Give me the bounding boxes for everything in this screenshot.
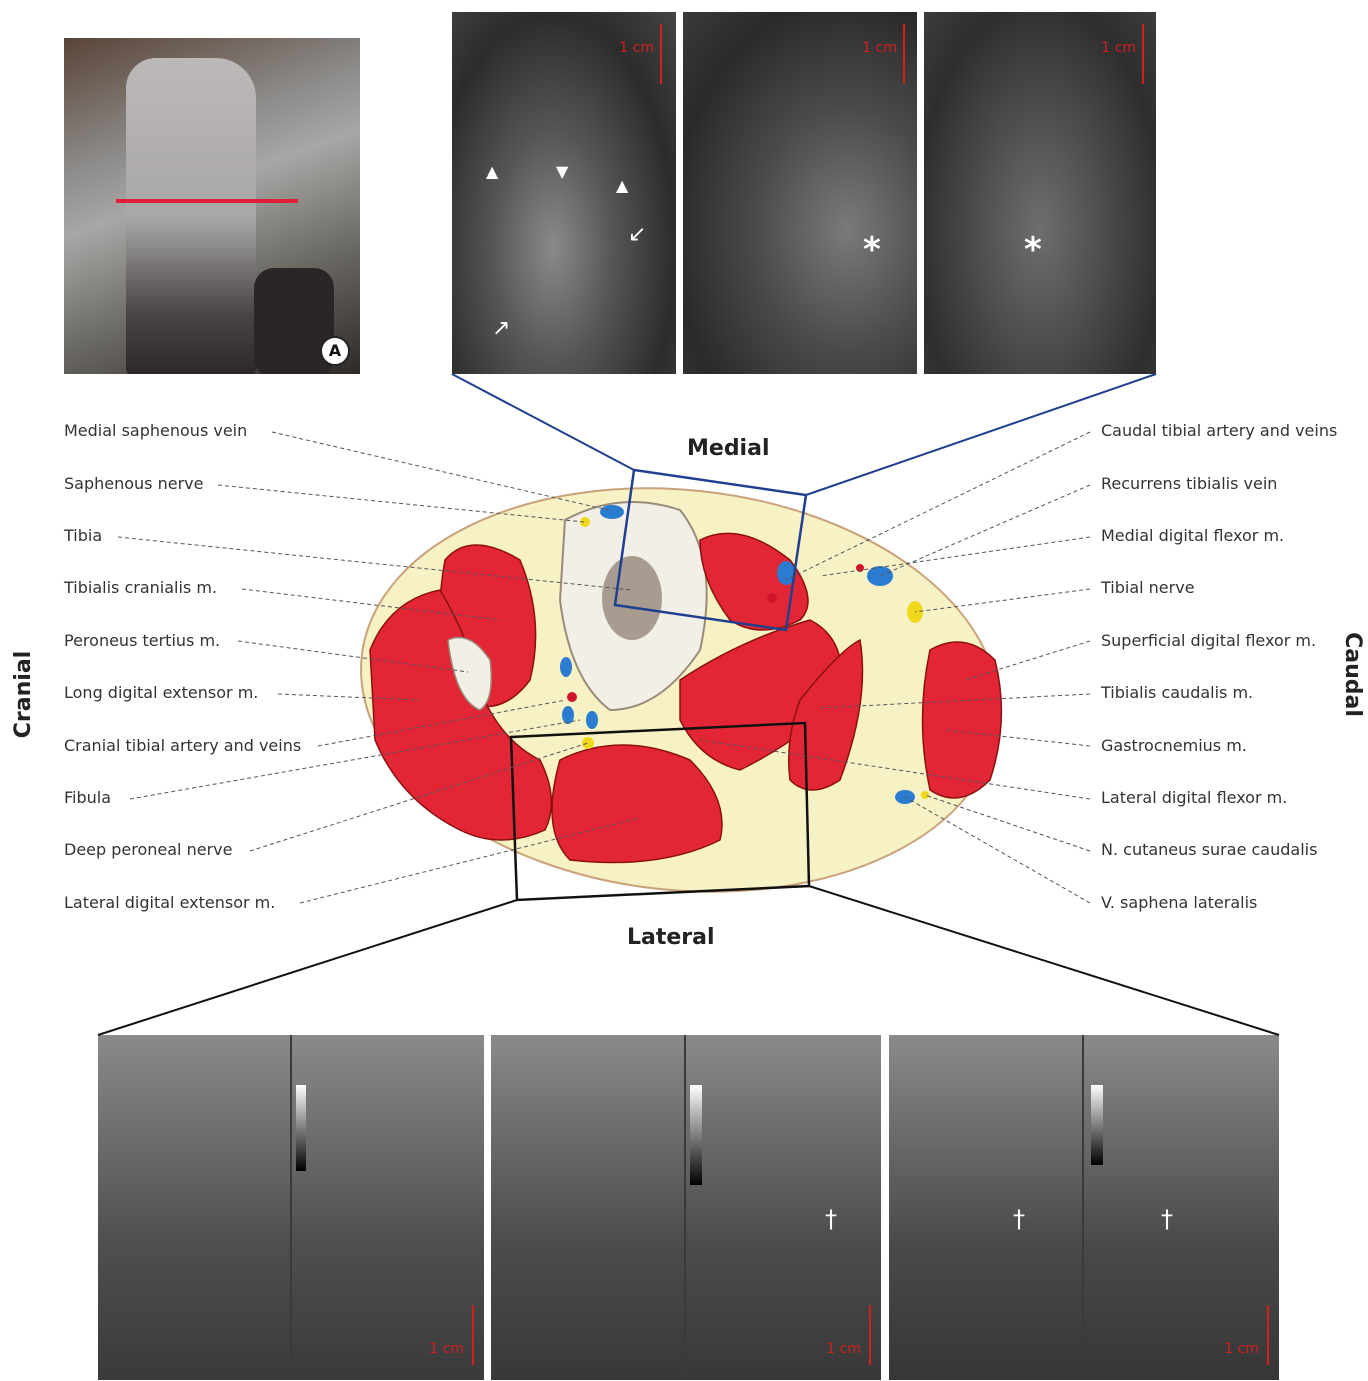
label-tibia: Tibia	[64, 526, 102, 545]
label-medial-saphenous-vein: Medial saphenous vein	[64, 421, 247, 440]
direction-caudal: Caudal	[1340, 632, 1365, 717]
label-saphenous-nerve: Saphenous nerve	[64, 474, 203, 493]
caudal-tibial-artery	[767, 593, 777, 603]
label-v-saphena-lateralis: V. saphena lateralis	[1101, 893, 1257, 912]
label-recurrens-tibialis-vein: Recurrens tibialis vein	[1101, 474, 1277, 493]
leader-line	[880, 485, 1090, 576]
lateral-zoom-line-left	[98, 900, 517, 1035]
label-gastrocnemius: Gastrocnemius m.	[1101, 736, 1247, 755]
label-n-cutaneus-surae-caudalis: N. cutaneus surae caudalis	[1101, 840, 1317, 859]
direction-cranial: Cranial	[11, 651, 36, 738]
label-tibialis-caudalis: Tibialis caudalis m.	[1101, 683, 1253, 702]
label-lateral-digital-flexor: Lateral digital flexor m.	[1101, 788, 1287, 807]
recurrens-tibialis-vein	[867, 566, 893, 586]
label-caudal-tibial-artery-veins: Caudal tibial artery and veins	[1101, 421, 1337, 440]
cranial-tibial-vein	[586, 711, 598, 729]
direction-lateral: Lateral	[627, 925, 715, 950]
label-long-digital-extensor: Long digital extensor m.	[64, 683, 258, 702]
label-medial-digital-flexor: Medial digital flexor m.	[1101, 526, 1284, 545]
label-deep-peroneal-nerve: Deep peroneal nerve	[64, 840, 232, 859]
leader-line	[786, 432, 1090, 580]
label-tibial-nerve: Tibial nerve	[1101, 578, 1195, 597]
medial-saphenous-vein	[600, 505, 624, 519]
medial-zoom-line-left	[452, 374, 634, 470]
tibia-marrow	[602, 556, 662, 640]
recurrens-tibialis-artery	[856, 564, 864, 572]
n-cutaneus-surae-caudalis	[921, 791, 929, 799]
label-cranial-tibial-artery-veins: Cranial tibial artery and veins	[64, 736, 301, 755]
label-peroneus-tertius: Peroneus tertius m.	[64, 631, 220, 650]
direction-medial: Medial	[687, 436, 770, 461]
cranial-tibial-vein	[560, 657, 572, 677]
deep-peroneal-nerve	[582, 737, 594, 749]
label-fibula: Fibula	[64, 788, 111, 807]
cranial-tibial-artery	[567, 692, 577, 702]
superficial-digital-flexor-muscle	[923, 642, 1002, 798]
label-superficial-digital-flexor: Superficial digital flexor m.	[1101, 631, 1316, 650]
label-tibialis-cranialis: Tibialis cranialis m.	[64, 578, 217, 597]
label-lateral-digital-extensor: Lateral digital extensor m.	[64, 893, 275, 912]
